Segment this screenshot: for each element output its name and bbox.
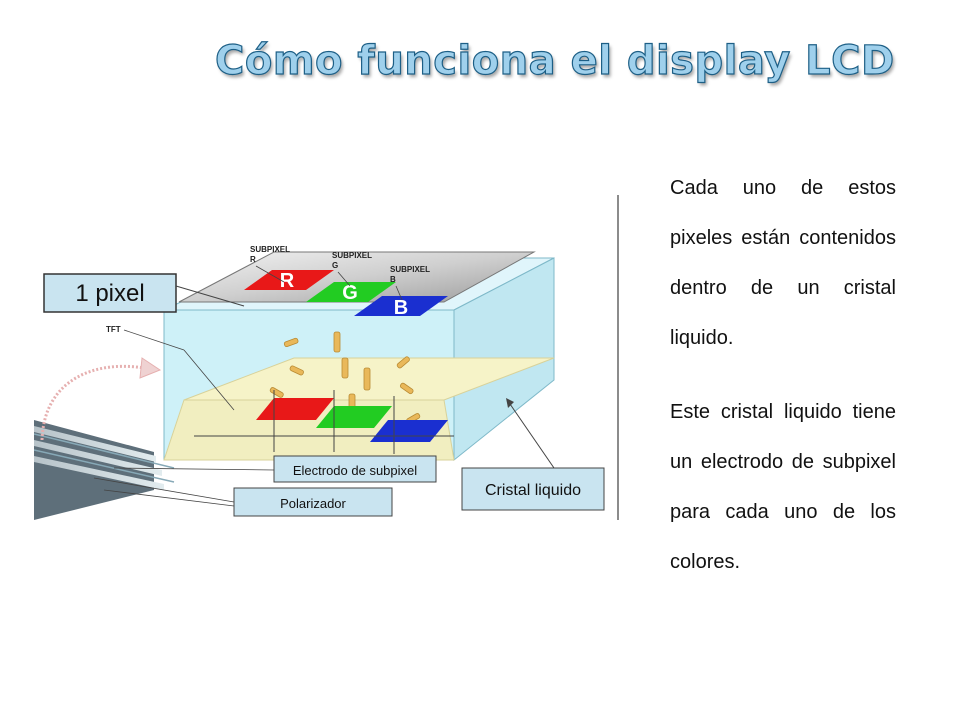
electrodo-label-text: Electrodo de subpixel [293,463,417,478]
electrode-r [256,398,334,420]
crystal-rod [289,365,304,376]
electrode-g [316,406,392,428]
crystal-rod [363,367,371,391]
lcd-diagram-svg: R G B [34,195,619,520]
crystal-rod [341,357,349,379]
top-subpixels: R G B [244,270,448,319]
tft-label: TFT [106,325,235,411]
subpixel-g-letter: G [342,282,358,304]
paragraph-2: Este cristal liquido tiene un electrodo … [670,401,896,573]
body-text: Cada uno de estos pixeles están contenid… [670,163,896,587]
subpixel-r-top [244,270,334,290]
polarizer-sheets [34,420,175,520]
subpixel-g-label: SUBPIXEL [332,251,372,260]
polarizador-label: Polarizador [233,487,393,517]
slide-title: Cómo funciona el display LCD [214,37,895,84]
subpixel-b-label: SUBPIXEL [390,265,430,274]
subpixel-g-top [306,282,396,302]
crystal-rod [333,331,341,353]
polarizador-label-text: Polarizador [280,496,346,511]
tft-label-text: TFT [106,325,121,334]
leader-lines [93,467,275,507]
crystal-rod [399,382,414,395]
cristal-label-text: Cristal liquido [485,482,581,499]
curved-arrow-head [139,357,162,379]
lcd-diagram: R G B [34,190,622,520]
crystal-rods [269,331,421,424]
subpixel-b-label-letter: B [390,275,396,284]
electrodo-label: Electrodo de subpixel [273,455,437,483]
subpixel-b-letter: B [394,297,408,319]
crystal-rod [269,387,284,398]
pixel-label-text: 1 pixel [75,280,144,307]
pixel-label: 1 pixel [43,273,245,313]
curved-arrow [40,364,145,441]
subpixel-r-letter: R [280,270,295,292]
subpixel-g-label-letter: G [332,261,338,270]
subpixel-r-label-letter: R [250,255,256,264]
subpixel-b-top [354,296,448,316]
crystal-rod [396,356,410,369]
paragraph-1: Cada uno de estos pixeles están contenid… [670,177,896,349]
cristal-label: Cristal liquido [461,398,605,511]
subpixel-r-label: SUBPIXEL [250,245,290,254]
bottom-electrodes [194,390,454,454]
crystal-rod [283,337,299,348]
subpixel-labels: SUBPIXEL R SUBPIXEL G SUBPIXEL B [250,245,430,301]
